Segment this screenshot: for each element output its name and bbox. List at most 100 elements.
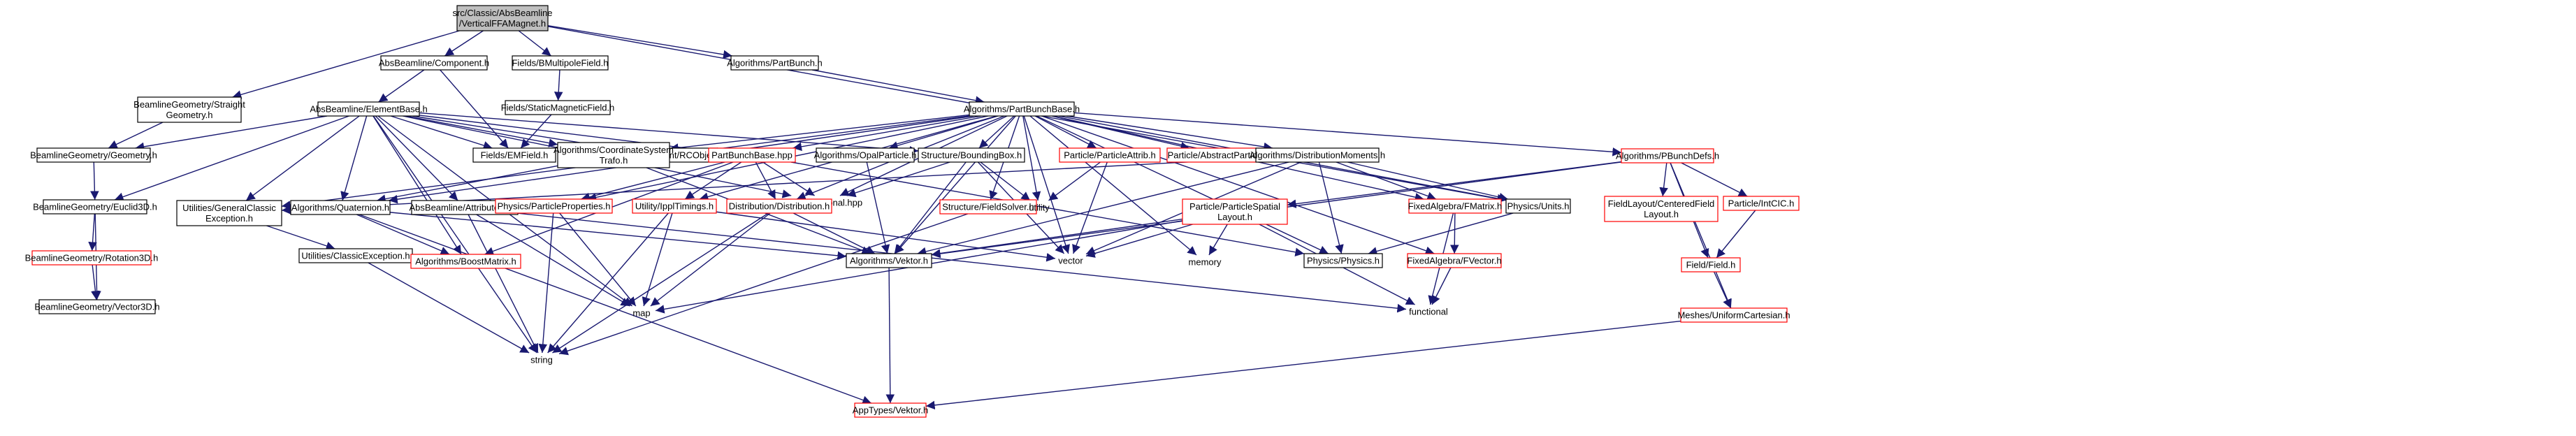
node-box-staticmag[interactable]	[505, 100, 611, 115]
edge-fieldsolver-to-string	[558, 213, 969, 356]
node-label-distribution-line-0: Distribution/Distribution.h	[729, 201, 830, 212]
node-rotation[interactable]: BeamlineGeometry/Rotation3D.h	[25, 250, 159, 266]
node-label-spatiallayout-line-1: Layout.h	[1217, 212, 1252, 222]
node-classicexc[interactable]: Utilities/ClassicException.h	[298, 248, 413, 263]
node-box-bmultipole[interactable]	[512, 55, 609, 71]
node-box-apptypesvektor[interactable]	[854, 402, 927, 418]
node-vector3d[interactable]: BeamlineGeometry/Vector3D.h	[34, 299, 160, 314]
node-box-distmoments[interactable]	[1255, 147, 1380, 163]
node-box-root[interactable]	[456, 5, 549, 31]
node-elementbase[interactable]: AbsBeamline/ElementBase.h	[310, 101, 428, 117]
node-fvector[interactable]: FixedAlgebra/FVector.h	[1407, 253, 1502, 268]
node-box-boundingbox[interactable]	[918, 147, 1025, 163]
node-fieldsolver[interactable]: Structure/FieldSolver.h	[939, 199, 1037, 215]
node-box-spatiallayout[interactable]	[1182, 198, 1288, 225]
node-partbunchbasehpp[interactable]: PartBunchBase.hpp	[708, 147, 796, 163]
node-box-euclid[interactable]	[43, 199, 147, 215]
node-box-physics[interactable]	[1303, 253, 1383, 268]
node-particleattrib[interactable]: Particle/ParticleAttrib.h	[1059, 147, 1161, 163]
node-box-field[interactable]	[1681, 257, 1741, 272]
node-box-genclassic[interactable]	[176, 200, 282, 226]
edge-spatiallayout-to-vector	[1085, 224, 1193, 258]
node-box-intcic[interactable]	[1723, 196, 1800, 211]
node-geometry[interactable]: BeamlineGeometry/Geometry.h	[30, 147, 157, 163]
node-bmultipole[interactable]: Fields/BMultipoleField.h	[512, 55, 609, 71]
node-vektor[interactable]: Algorithms/Vektor.h	[846, 253, 932, 268]
node-box-partbunchbase[interactable]	[969, 101, 1075, 117]
node-box-partbunch[interactable]	[730, 55, 819, 71]
node-box-geometry[interactable]	[36, 147, 151, 163]
node-box-fieldsolver[interactable]	[939, 199, 1037, 215]
node-distmoments[interactable]: Algorithms/DistributionMoments.h	[1250, 147, 1385, 163]
edge-partbunchbasehpp-to-distribution	[755, 161, 776, 200]
node-partbunch[interactable]: Algorithms/PartBunch.h	[727, 55, 823, 71]
node-ippltimings[interactable]: Utility/IpplTimings.h	[632, 198, 717, 214]
node-label-bmultipole-line-0: Fields/BMultipoleField.h	[512, 58, 608, 68]
node-apptypesvektor[interactable]: AppTypes/Vektor.h	[853, 402, 928, 418]
node-distribution[interactable]: Distribution/Distribution.h	[726, 198, 832, 214]
node-box-centeredfield[interactable]	[1604, 196, 1718, 222]
node-box-quaternion[interactable]	[290, 200, 391, 215]
node-box-distribution[interactable]	[726, 198, 832, 214]
edge-elementbase-to-quaternion	[340, 115, 368, 201]
node-label-elementbase-line-0: AbsBeamline/ElementBase.h	[310, 104, 427, 115]
node-component[interactable]: AbsBeamline/Component.h	[379, 55, 489, 71]
edge-partbunchbase-to-pbunchdefs	[1073, 112, 1622, 157]
node-intcic[interactable]: Particle/IntCIC.h	[1723, 196, 1800, 211]
node-box-emfield[interactable]	[472, 147, 556, 163]
node-emfield[interactable]: Fields/EMField.h	[472, 147, 556, 163]
node-fmatrix[interactable]: FixedAlgebra/FMatrix.h	[1408, 198, 1502, 214]
node-label-physics-line-0: Physics/Physics.h	[1307, 256, 1380, 266]
node-units[interactable]: Physics/Units.h	[1505, 198, 1571, 214]
node-box-uniformcart[interactable]	[1680, 307, 1788, 323]
node-label-straightgeom-line-0: BeamlineGeometry/Straight	[133, 99, 245, 110]
node-box-vektor[interactable]	[846, 253, 932, 268]
node-label-partbunch-line-0: Algorithms/PartBunch.h	[727, 58, 823, 68]
node-box-rotation[interactable]	[31, 250, 152, 266]
edge-elementbase-to-attrset	[375, 115, 458, 201]
node-opalparticle[interactable]: Algorithms/OpalParticle.h	[814, 147, 917, 163]
node-box-ippltimings[interactable]	[632, 198, 717, 214]
node-label-opalparticle-line-0: Algorithms/OpalParticle.h	[814, 150, 917, 161]
edge-fvector-to-functional	[1431, 267, 1452, 305]
node-box-partbunchbasehpp[interactable]	[708, 147, 796, 163]
node-box-particleattrib[interactable]	[1059, 147, 1161, 163]
node-box-pbunchdefs[interactable]	[1621, 148, 1714, 164]
node-box-fvector[interactable]	[1407, 253, 1502, 268]
node-box-coordtrafo[interactable]	[557, 142, 670, 168]
node-boundingbox[interactable]: Structure/BoundingBox.h	[918, 147, 1025, 163]
node-label-intcic-line-0: Particle/IntCIC.h	[1728, 198, 1795, 209]
node-physics[interactable]: Physics/Physics.h	[1303, 253, 1383, 268]
node-box-partprops[interactable]	[495, 198, 613, 214]
node-box-opalparticle[interactable]	[816, 147, 915, 163]
edge-partbunchbase-to-coordtrafo	[669, 114, 970, 152]
node-uniformcart[interactable]: Meshes/UniformCartesian.h	[1677, 307, 1790, 323]
node-box-straightgeom[interactable]	[137, 96, 242, 123]
node-box-elementbase[interactable]	[317, 101, 420, 117]
node-euclid[interactable]: BeamlineGeometry/Euclid3D.h	[33, 199, 157, 215]
edge-attrset-to-functional	[517, 212, 1407, 313]
node-quaternion[interactable]: Algorithms/Quaternion.h	[290, 200, 391, 215]
node-box-fmatrix[interactable]	[1408, 198, 1502, 214]
node-field[interactable]: Field/Field.h	[1681, 257, 1741, 272]
node-pbunchdefs[interactable]: Algorithms/PBunchDefs.h	[1616, 148, 1719, 164]
node-partbunchbase[interactable]: Algorithms/PartBunchBase.h	[964, 101, 1080, 117]
node-box-vector3d[interactable]	[38, 299, 156, 314]
node-label-vektor-line-0: Algorithms/Vektor.h	[850, 256, 928, 266]
node-label-map-line-0: map	[632, 308, 650, 319]
node-label-fvector-line-0: FixedAlgebra/FVector.h	[1407, 256, 1501, 266]
node-box-boostmatrix[interactable]	[410, 254, 521, 269]
node-box-units[interactable]	[1505, 198, 1571, 214]
node-partprops[interactable]: Physics/ParticleProperties.h	[495, 198, 613, 214]
node-root[interactable]: src/Classic/AbsBeamline/VerticalFFAMagne…	[452, 5, 553, 31]
node-boostmatrix[interactable]: Algorithms/BoostMatrix.h	[410, 254, 521, 269]
node-label-staticmag-line-0: Fields/StaticMagneticField.h	[501, 103, 615, 113]
node-label-string-line-0: string	[530, 355, 553, 365]
node-staticmag[interactable]: Fields/StaticMagneticField.h	[501, 100, 615, 115]
node-box-component[interactable]	[380, 55, 488, 71]
